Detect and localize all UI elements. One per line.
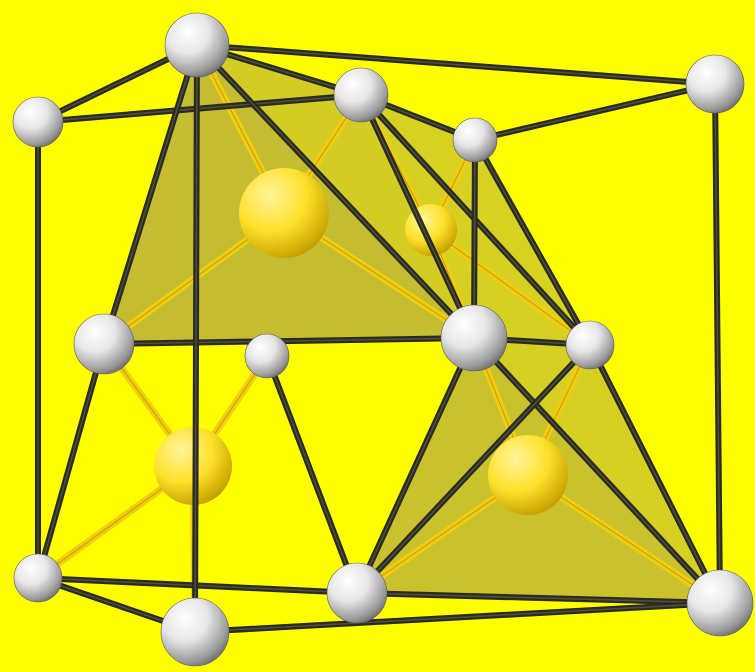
white-atom-b: [686, 55, 744, 113]
white-atom-f: [74, 314, 134, 374]
white-atom-m: [687, 570, 753, 636]
white-atom-j: [14, 554, 62, 602]
yellow-atom-y4: [488, 435, 568, 515]
white-atom-i: [245, 334, 289, 378]
white-atom-k: [161, 598, 229, 666]
white-atom-a: [165, 13, 229, 77]
bond-highlight-24: [38, 344, 104, 578]
white-atom-e: [453, 118, 497, 162]
white-atom-d: [334, 68, 388, 122]
white-atom-g: [441, 305, 507, 371]
yellow-atom-y1: [239, 168, 329, 258]
bond-highlight-27: [267, 356, 357, 593]
white-atom-c: [13, 97, 63, 147]
white-atom-l: [327, 563, 387, 623]
bond-highlight-5: [475, 84, 715, 140]
bond-highlight-25: [195, 603, 720, 632]
white-atom-h: [566, 321, 614, 369]
